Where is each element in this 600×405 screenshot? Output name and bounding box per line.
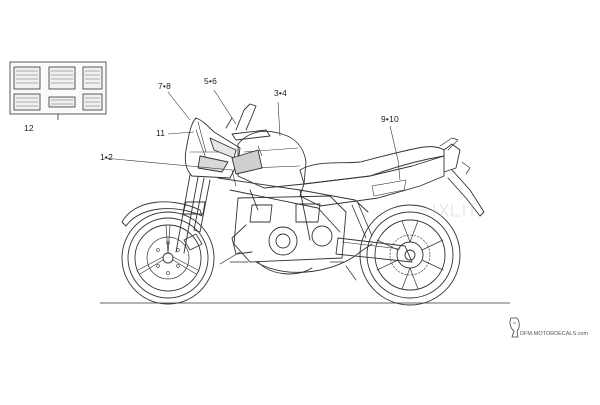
callout-11: 11 xyxy=(156,128,166,138)
callout-12: 12 xyxy=(24,123,34,133)
callout-5-6: 5•6 xyxy=(204,76,218,86)
tail-section xyxy=(299,137,461,207)
front-wheel xyxy=(121,211,215,305)
exhaust-pipe xyxy=(255,243,373,273)
fuel-tank xyxy=(231,130,307,189)
callout-9-10: 9•10 xyxy=(381,114,399,124)
callout-3-4: 3•4 xyxy=(274,88,288,98)
mirrors-handlebar xyxy=(225,103,271,141)
swingarm xyxy=(335,237,413,263)
rear-shock xyxy=(351,202,373,239)
seat xyxy=(299,146,445,185)
front-fender xyxy=(121,201,203,227)
callout-7-8: 7•8 xyxy=(158,81,172,91)
frame xyxy=(217,177,369,241)
engine xyxy=(219,195,347,275)
rear-fender-plate xyxy=(447,169,485,217)
motorcycle xyxy=(121,103,485,306)
rear-wheel xyxy=(359,204,461,306)
decal-sheet-12 xyxy=(9,61,107,120)
dfm-logo-icon xyxy=(509,317,520,338)
site-watermark: DFM-MOTORDECALS.com xyxy=(520,331,589,337)
callout-1-2: 1•2 xyxy=(100,152,114,162)
faint-watermark-overlay xyxy=(420,203,476,217)
front-fork xyxy=(175,174,211,254)
leader-lines xyxy=(103,89,401,187)
front-fairing xyxy=(184,117,241,179)
